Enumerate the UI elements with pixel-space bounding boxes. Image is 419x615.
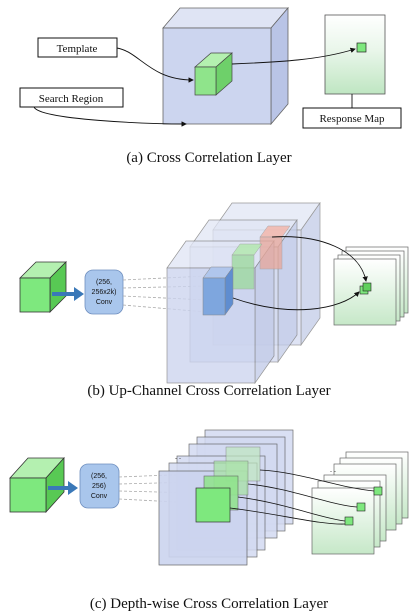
projection-lines-b [122, 275, 207, 313]
svg-text:. .: . . [175, 452, 181, 461]
upchannel-arrow-top [271, 236, 368, 282]
input-feature-block-b [19, 261, 67, 313]
panel-b: (256, 256x2k) Conv [19, 201, 409, 399]
depthwise-feature-stack: . . [158, 429, 294, 566]
conv-c-line3: Conv [91, 493, 108, 500]
search-region-label-box [19, 87, 124, 108]
correlation-output-arrow [231, 47, 356, 65]
search-region-label: Search Region [39, 93, 104, 105]
response-map-stack-b [333, 246, 409, 326]
input-arrow-b [52, 287, 84, 301]
panel-c: (256, 256) Conv . . [9, 429, 409, 612]
template-label-box [37, 37, 118, 58]
conv-box-b [84, 269, 124, 315]
upchannel-arrow-bottom [232, 291, 360, 311]
caption-a: (a) Cross Correlation Layer [126, 150, 291, 166]
conv-c-line2: 256) [92, 483, 106, 490]
depthwise-connectors [229, 469, 375, 525]
panel-a: Template Search Region Response Map (a) … [19, 6, 402, 166]
response-map-label: Response Map [319, 113, 385, 125]
caption-b: (b) Up-Channel Cross Correlation Layer [87, 383, 330, 399]
caption-c: (c) Depth-wise Cross Correlation Layer [90, 596, 328, 612]
template-arrow [116, 47, 194, 83]
input-arrow-c [48, 481, 78, 495]
search-region-arrow [33, 106, 187, 127]
response-point [356, 42, 367, 53]
upchannel-feature-stack [166, 201, 321, 385]
input-feature-block-c [9, 456, 65, 514]
conv-box-c [79, 463, 120, 509]
conv-c-line1: (256, [91, 473, 107, 480]
projection-lines-c [118, 473, 197, 504]
conv-b-line2: 256x2k) [92, 289, 117, 296]
conv-b-line1: (256, [96, 279, 112, 286]
template-label: Template [57, 43, 98, 55]
conv-b-line3: Conv [96, 299, 113, 306]
svg-text:. .: . . [330, 465, 336, 474]
template-feature-box [194, 52, 233, 96]
response-map-stack-c: . . [311, 451, 409, 555]
